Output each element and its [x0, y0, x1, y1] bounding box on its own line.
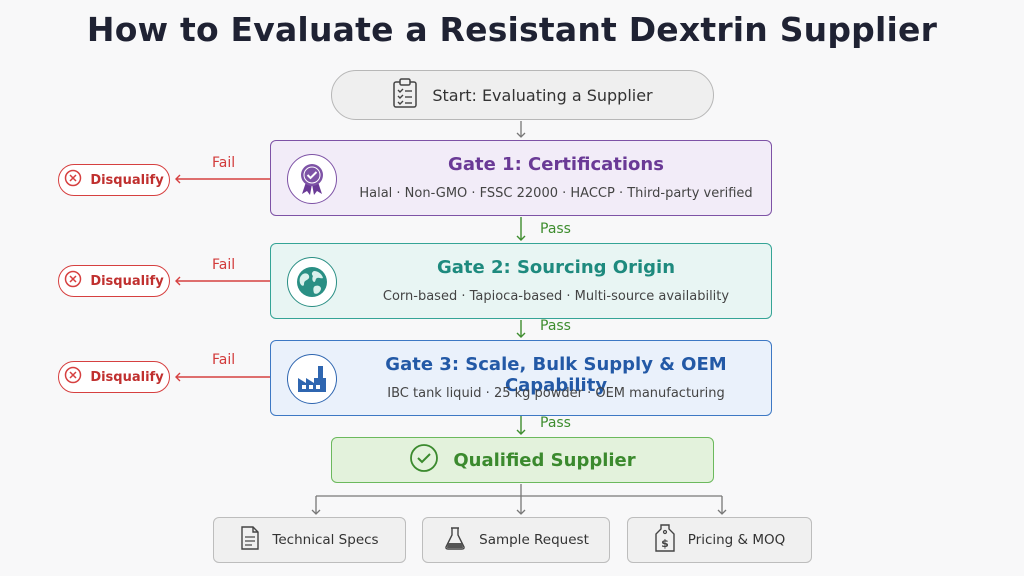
pass-label-gate3: Pass — [540, 415, 571, 431]
flask-icon — [443, 526, 467, 554]
qualified-label: Qualified Supplier — [453, 449, 636, 471]
price-tag-icon: $ — [654, 524, 676, 556]
close-circle-icon — [64, 366, 82, 388]
disqualify-node-gate1: Disqualify — [58, 164, 170, 196]
gate-3-title: Gate 3: Scale, Bulk Supply & OEM Capabil… — [385, 354, 727, 396]
start-node: Start: Evaluating a Supplier — [331, 70, 714, 120]
sample-request-label: Sample Request — [479, 532, 589, 548]
start-label: Start: Evaluating a Supplier — [432, 85, 653, 105]
pricing-moq-node: $ Pricing & MOQ — [627, 517, 812, 563]
page-title: How to Evaluate a Resistant Dextrin Supp… — [86, 10, 938, 49]
sample-request-node: Sample Request — [422, 517, 610, 563]
disqualify-node-gate3: Disqualify — [58, 361, 170, 393]
factory-icon — [287, 354, 337, 404]
gate-2-criteria: Corn-based · Tapioca-based · Multi-sourc… — [382, 289, 730, 304]
technical-specs-node: Technical Specs — [213, 517, 406, 563]
disqualify-label: Disqualify — [90, 369, 164, 385]
gate-1-title: Gate 1: Certifications — [448, 154, 664, 175]
gate-1-criteria: Halal · Non-GMO · FSSC 22000 · HACCP · T… — [359, 186, 753, 201]
technical-specs-label: Technical Specs — [272, 532, 379, 548]
close-circle-icon — [64, 169, 82, 191]
document-icon — [240, 526, 260, 554]
disqualify-label: Disqualify — [90, 273, 164, 289]
disqualify-label: Disqualify — [90, 172, 164, 188]
close-circle-icon — [64, 270, 82, 292]
check-circle-icon — [409, 443, 439, 478]
pass-label-gate1: Pass — [540, 221, 571, 237]
gate-3-scale-bulk-oem: Gate 3: Scale, Bulk Supply & OEM Capabil… — [270, 340, 772, 416]
pass-label-gate2: Pass — [540, 318, 571, 334]
disqualify-node-gate2: Disqualify — [58, 265, 170, 297]
gate-2-title: Gate 2: Sourcing Origin — [436, 257, 676, 278]
globe-icon — [287, 257, 337, 307]
pricing-moq-label: Pricing & MOQ — [687, 532, 786, 548]
certification-badge-icon — [287, 154, 337, 204]
qualified-supplier-node: Qualified Supplier — [331, 437, 714, 483]
gate-1-certifications: Gate 1: Certifications Halal · Non-GMO ·… — [270, 140, 772, 216]
fail-label-gate1: Fail — [212, 155, 236, 171]
svg-text:$: $ — [661, 537, 669, 550]
clipboard-checklist-icon — [392, 78, 418, 112]
gate-3-criteria: IBC tank liquid · 25 kg powder · OEM man… — [387, 386, 725, 401]
gate-2-sourcing-origin: Gate 2: Sourcing Origin Corn-based · Tap… — [270, 243, 772, 319]
fail-label-gate2: Fail — [212, 257, 236, 273]
fail-label-gate3: Fail — [212, 352, 236, 368]
